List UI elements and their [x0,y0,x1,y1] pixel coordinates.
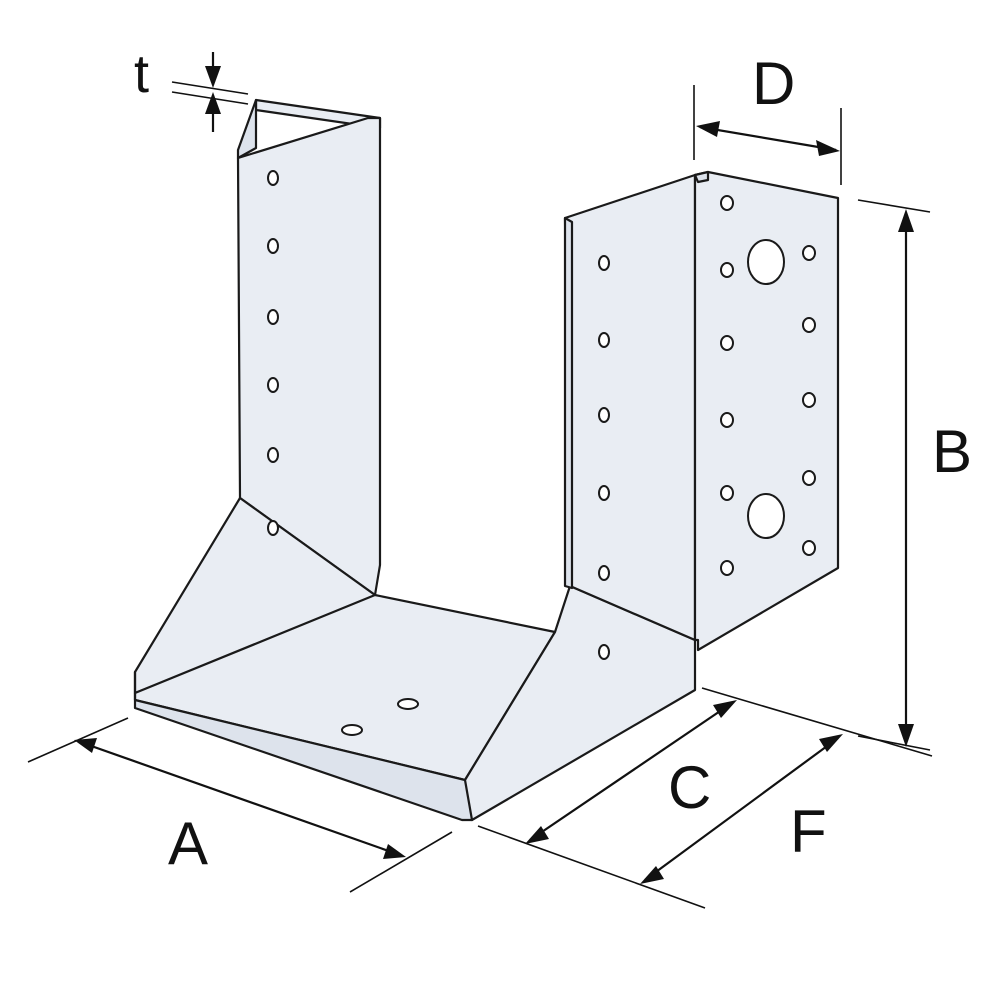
nail-hole [720,195,734,211]
base-hole [341,724,363,736]
left-wall-back-strip [236,98,258,160]
base-holes [341,698,419,736]
dimension-a: A [27,717,453,893]
nail-hole [720,485,734,501]
label-f: F [790,798,827,865]
left-wall-holes [267,170,279,536]
joist-hanger-bracket [133,98,840,822]
label-d: D [752,50,795,117]
label-a: A [168,810,208,877]
bolt-hole-large [747,239,785,285]
nail-hole [267,170,279,186]
right-wall-edge [563,216,574,590]
nail-hole [267,377,279,393]
nail-hole [267,238,279,254]
label-c: C [668,754,711,821]
label-b: B [932,418,972,485]
dimension-d: D [693,50,842,185]
nail-hole [720,412,734,428]
nail-hole [267,309,279,325]
nail-hole [598,644,610,660]
nail-hole [720,262,734,278]
nail-hole [598,565,610,581]
nail-hole [720,335,734,351]
nail-hole [267,447,279,463]
nail-hole [598,332,610,348]
nail-hole [267,520,279,536]
dimension-c-f: C F [477,687,933,909]
nail-hole [598,255,610,271]
base-hole [397,698,419,710]
nail-hole [802,470,816,486]
right-wall-holes [598,255,610,660]
nail-hole [598,485,610,501]
dimension-t: t [134,44,249,132]
right-flange [693,170,840,652]
nail-hole [802,540,816,556]
nail-hole [802,245,816,261]
bolt-hole-large [747,493,785,539]
label-t: t [134,44,149,104]
right-flange-top [693,170,710,184]
right-flange-holes [720,195,816,576]
nail-hole [802,317,816,333]
nail-hole [598,407,610,423]
nail-hole [802,392,816,408]
nail-hole [720,560,734,576]
dimension-b: B [857,199,972,751]
right-side-wall [563,173,697,642]
